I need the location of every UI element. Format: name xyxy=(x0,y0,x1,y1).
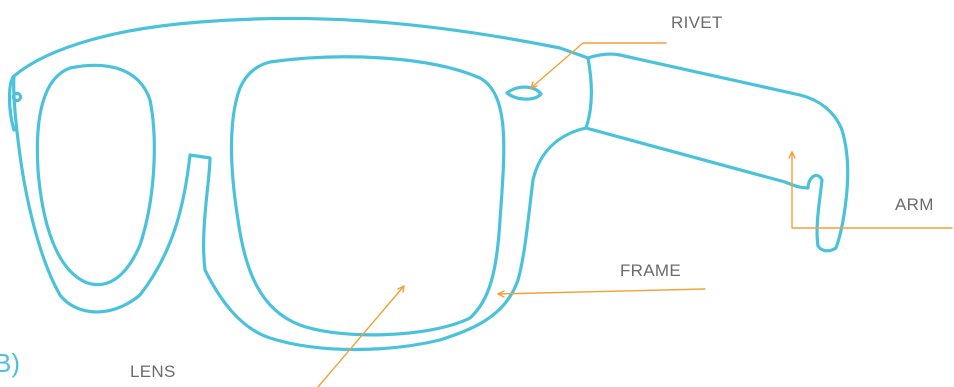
arm-label: ARM xyxy=(895,196,934,213)
rivet-shape xyxy=(507,87,541,99)
left-hinge-screw-icon xyxy=(13,93,20,100)
frame-leader-line xyxy=(498,289,705,294)
frame-outline xyxy=(14,18,592,349)
lens-label: LENS xyxy=(130,363,176,380)
corner-mark: B) xyxy=(0,350,20,376)
left-lens xyxy=(37,65,154,284)
rivet-leader-line xyxy=(531,43,666,88)
arm-leader-line xyxy=(792,152,952,228)
lens-leader-line xyxy=(318,286,404,387)
frame-label: FRAME xyxy=(620,262,681,279)
arm-outline xyxy=(586,54,848,251)
rivet-label: RIVET xyxy=(671,14,723,31)
right-lens xyxy=(232,57,504,335)
